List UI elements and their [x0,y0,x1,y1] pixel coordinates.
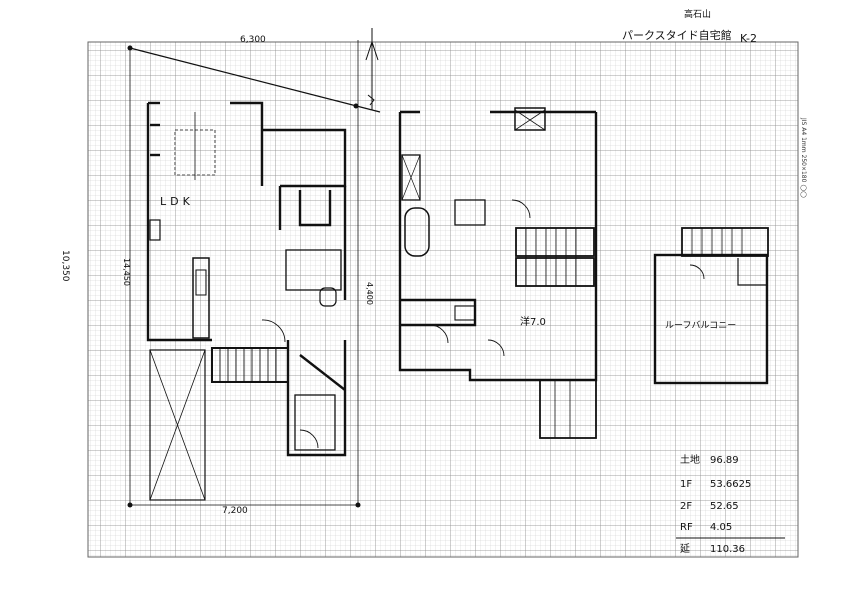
dimension-left: 10,350 [60,250,70,282]
roof-plan [653,227,769,385]
project-title-top: 高石山 [684,10,712,20]
site-boundary-line [129,47,381,113]
room-label-roof-balcony: ルーフバルコニー [665,321,737,331]
dimension-top: 6,300 [240,35,266,45]
sheet-number: K-2 [740,32,758,45]
first-floor-plan [146,101,347,457]
paper-code: JIS A4 1mm 250×180 ◯◯ [800,118,807,198]
project-title: パークスタイド自宅館 [622,29,732,42]
room-label-2f: 洋7.0 [520,317,546,328]
dimension-bottom: 7,200 [222,506,248,516]
dimension-left-inner: 14,450 [122,258,131,286]
second-floor-plan [398,107,598,439]
room-label-ldk: LDK [160,195,194,208]
dimension-middle: 4,400 [365,282,374,305]
north-arrow-icon [365,28,379,110]
carport-area [149,349,206,501]
